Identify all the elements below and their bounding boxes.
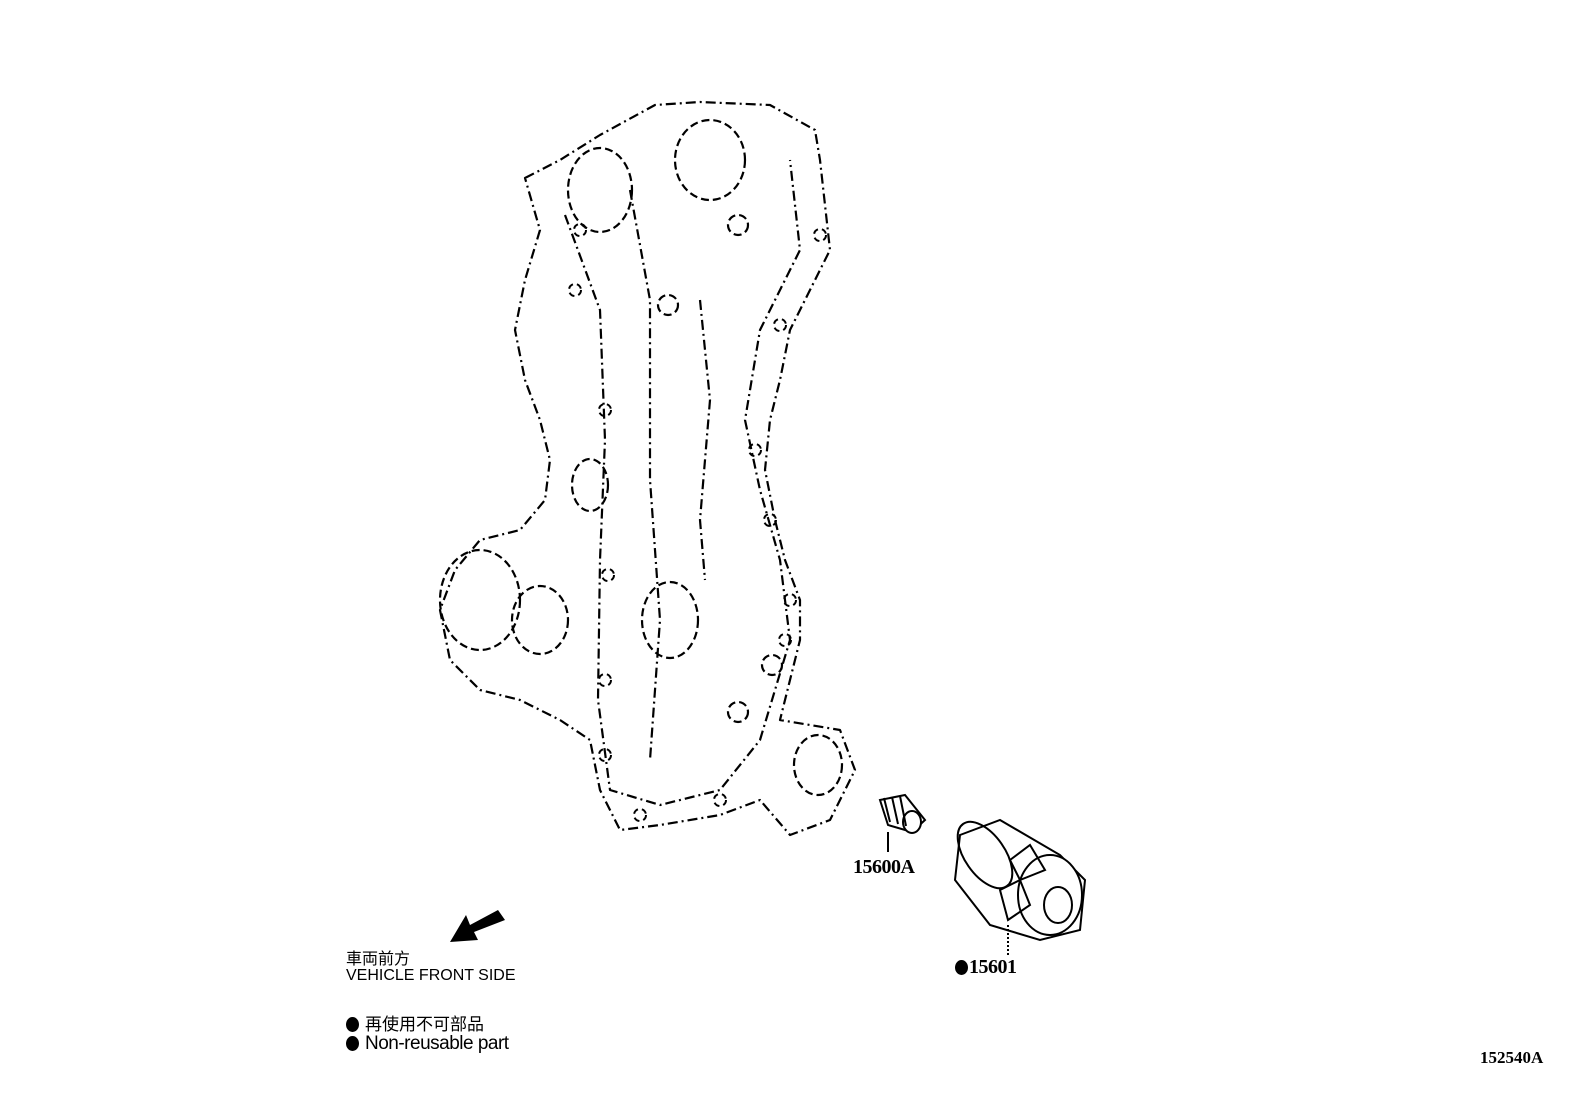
legend-non-reusable-jp: 再使用不可部品 <box>346 1010 484 1035</box>
direction-label-en: VEHICLE FRONT SIDE <box>346 967 516 984</box>
part-label-15600a[interactable]: 15600A <box>853 856 915 878</box>
direction-label-jp: 車両前方 <box>346 951 411 968</box>
non-reusable-dot-icon <box>955 960 968 975</box>
oil-filter-union-drawing <box>878 793 927 852</box>
legend-text: 再使用不可部品 <box>365 1015 484 1034</box>
legend-text: Non-reusable part <box>365 1033 509 1054</box>
oil-filter-drawing <box>953 818 1087 955</box>
part-label-15601[interactable]: 15601 <box>955 956 1017 979</box>
part-number: 15601 <box>969 956 1017 978</box>
bullet-dot-icon <box>346 1036 359 1051</box>
legend-non-reusable-en: Non-reusable part <box>346 1033 509 1055</box>
timing-cover-outline <box>438 100 857 837</box>
cover-inner-rail <box>563 159 802 807</box>
illustration-id: 152540A <box>1480 1048 1544 1067</box>
vehicle-front-arrow-icon <box>450 910 505 942</box>
bullet-dot-icon <box>346 1017 359 1032</box>
